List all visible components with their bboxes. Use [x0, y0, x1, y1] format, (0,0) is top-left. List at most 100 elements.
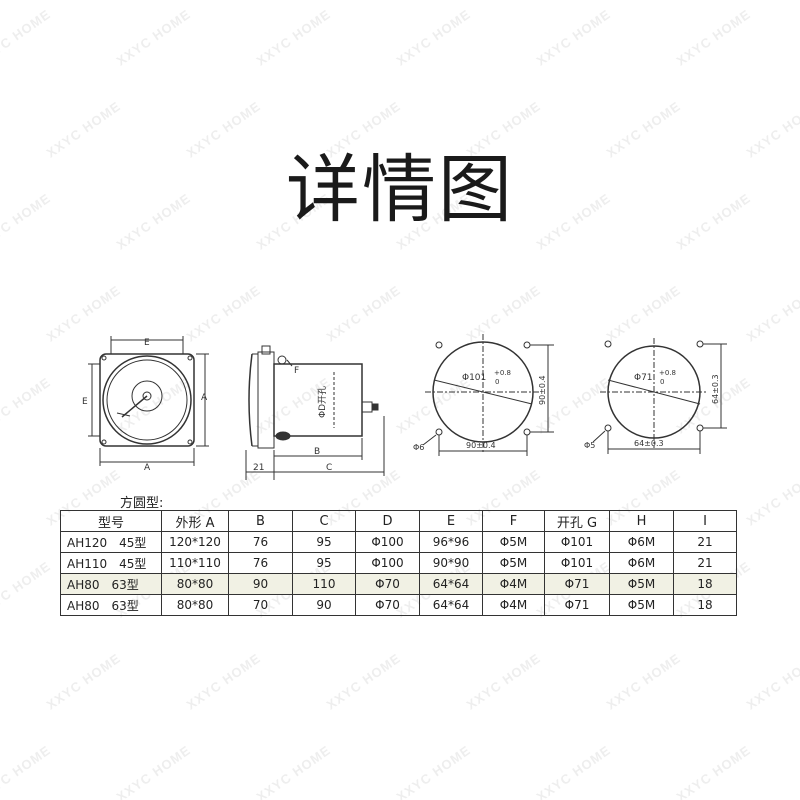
- big-cutout-tolerance-lower: 0: [495, 378, 499, 386]
- cell-d: Φ100: [355, 552, 420, 574]
- header-model: 型号: [60, 510, 162, 532]
- header-outline-a: 外形 A: [161, 510, 229, 532]
- cell-b: 90: [228, 573, 293, 595]
- watermark-text: XXYC HOME: [603, 650, 684, 713]
- watermark-text: XXYC HOME: [533, 742, 614, 800]
- cell-c: 110: [292, 573, 356, 595]
- watermark-text: XXYC HOME: [253, 6, 334, 69]
- cell-h: Φ6M: [609, 531, 674, 553]
- watermark-text: XXYC HOME: [0, 558, 54, 621]
- watermark-text: XXYC HOME: [183, 650, 264, 713]
- cell-g: Φ101: [544, 552, 610, 574]
- big-cutout-pitch-vertical: 90±0.4: [538, 375, 547, 405]
- cell-c: 90: [292, 594, 356, 616]
- watermark-text: XXYC HOME: [393, 742, 474, 800]
- watermark-text: XXYC HOME: [673, 742, 754, 800]
- big-cutout-hole: Φ6: [413, 443, 424, 452]
- header-h: H: [609, 510, 674, 532]
- table-row: AH80 63型 80*80 90 110 Φ70 64*64 Φ4M Φ71 …: [60, 573, 737, 595]
- watermark-text: XXYC HOME: [743, 650, 800, 713]
- watermark-text: XXYC HOME: [253, 742, 334, 800]
- cell-a: 110*110: [161, 552, 229, 574]
- cell-g: Φ71: [544, 594, 610, 616]
- front-label-a-bottom: A: [144, 463, 151, 473]
- front-label-e-top: E: [144, 338, 150, 348]
- cell-h: Φ6M: [609, 552, 674, 574]
- watermark-text: XXYC HOME: [43, 650, 124, 713]
- cell-d: Φ70: [355, 573, 420, 595]
- cell-a: 120*120: [161, 531, 229, 553]
- table-caption: 方圆型:: [120, 496, 164, 511]
- cell-c: 95: [292, 552, 356, 574]
- cell-b: 76: [228, 552, 293, 574]
- small-cutout-pitch-horizontal: 64±0.3: [634, 439, 664, 448]
- watermark-text: XXYC HOME: [113, 6, 194, 69]
- front-view-drawing: [88, 336, 209, 466]
- side-view-drawing: [245, 345, 385, 480]
- header-f: F: [482, 510, 545, 532]
- watermark-text: XXYC HOME: [323, 650, 404, 713]
- side-label-c: C: [326, 463, 332, 473]
- big-cutout-tolerance-upper: +0.8: [494, 369, 511, 377]
- small-cutout-hole: Φ5: [584, 441, 595, 450]
- cell-h: Φ5M: [609, 594, 674, 616]
- watermark-text: XXYC HOME: [533, 6, 614, 69]
- cell-i: 18: [673, 594, 737, 616]
- cell-a: 80*80: [161, 573, 229, 595]
- cell-e: 64*64: [419, 573, 483, 595]
- cell-i: 21: [673, 531, 737, 553]
- cell-model: AH80 63型: [60, 573, 162, 595]
- cell-d: Φ100: [355, 531, 420, 553]
- spec-table: 型号 外形 A B C D E F 开孔 G H I AH120 45型 120…: [60, 510, 737, 616]
- cell-a: 80*80: [161, 594, 229, 616]
- cell-f: Φ4M: [482, 573, 545, 595]
- cell-e: 64*64: [419, 594, 483, 616]
- header-i: I: [673, 510, 737, 532]
- front-label-a-right: A: [201, 393, 208, 403]
- side-label-21: 21: [253, 463, 264, 473]
- big-cutout-diameter: Φ101: [462, 373, 486, 383]
- cell-f: Φ5M: [482, 531, 545, 553]
- small-cutout-tolerance-lower: 0: [660, 378, 664, 386]
- technical-drawings: E E A A F ΦD开孔 21 B C: [82, 334, 727, 480]
- panel-cutout-big-drawing: [422, 334, 554, 456]
- cell-f: Φ4M: [482, 594, 545, 616]
- watermark-text: XXYC HOME: [113, 742, 194, 800]
- header-hole-g: 开孔 G: [544, 510, 610, 532]
- cell-i: 18: [673, 573, 737, 595]
- front-label-e-left: E: [82, 397, 88, 407]
- cell-e: 96*96: [419, 531, 483, 553]
- panel-cutout-small-drawing: [592, 338, 727, 454]
- table-header-row: 型号 外形 A B C D E F 开孔 G H I: [60, 510, 737, 532]
- table-row: AH110 45型 110*110 76 95 Φ100 90*90 Φ5M Φ…: [60, 552, 737, 574]
- cell-model: AH80 63型: [60, 594, 162, 616]
- cell-i: 21: [673, 552, 737, 574]
- header-e: E: [419, 510, 483, 532]
- big-cutout-pitch-horizontal: 90±0.4: [466, 441, 496, 450]
- table-row: AH80 63型 80*80 70 90 Φ70 64*64 Φ4M Φ71 Φ…: [60, 594, 737, 616]
- cell-e: 90*90: [419, 552, 483, 574]
- cell-model: AH120 45型: [60, 531, 162, 553]
- cell-h: Φ5M: [609, 573, 674, 595]
- page-title: 详情图: [286, 147, 514, 233]
- watermark-text: XXYC HOME: [463, 650, 544, 713]
- cell-g: Φ101: [544, 531, 610, 553]
- cell-g: Φ71: [544, 573, 610, 595]
- cell-f: Φ5M: [482, 552, 545, 574]
- cell-b: 76: [228, 531, 293, 553]
- cell-b: 70: [228, 594, 293, 616]
- header-b: B: [228, 510, 293, 532]
- watermark-text: XXYC HOME: [0, 742, 54, 800]
- side-label-b: B: [314, 447, 320, 457]
- watermark-text: XXYC HOME: [0, 6, 54, 69]
- header-d: D: [355, 510, 420, 532]
- small-cutout-pitch-vertical: 64±0.3: [711, 374, 720, 404]
- cell-model: AH110 45型: [60, 552, 162, 574]
- header-c: C: [292, 510, 356, 532]
- side-label-d-hole: ΦD开孔: [317, 386, 328, 418]
- side-label-f: F: [294, 366, 299, 376]
- watermark-text: XXYC HOME: [673, 6, 754, 69]
- cell-d: Φ70: [355, 594, 420, 616]
- small-cutout-diameter: Φ71: [634, 373, 653, 383]
- small-cutout-tolerance-upper: +0.8: [659, 369, 676, 377]
